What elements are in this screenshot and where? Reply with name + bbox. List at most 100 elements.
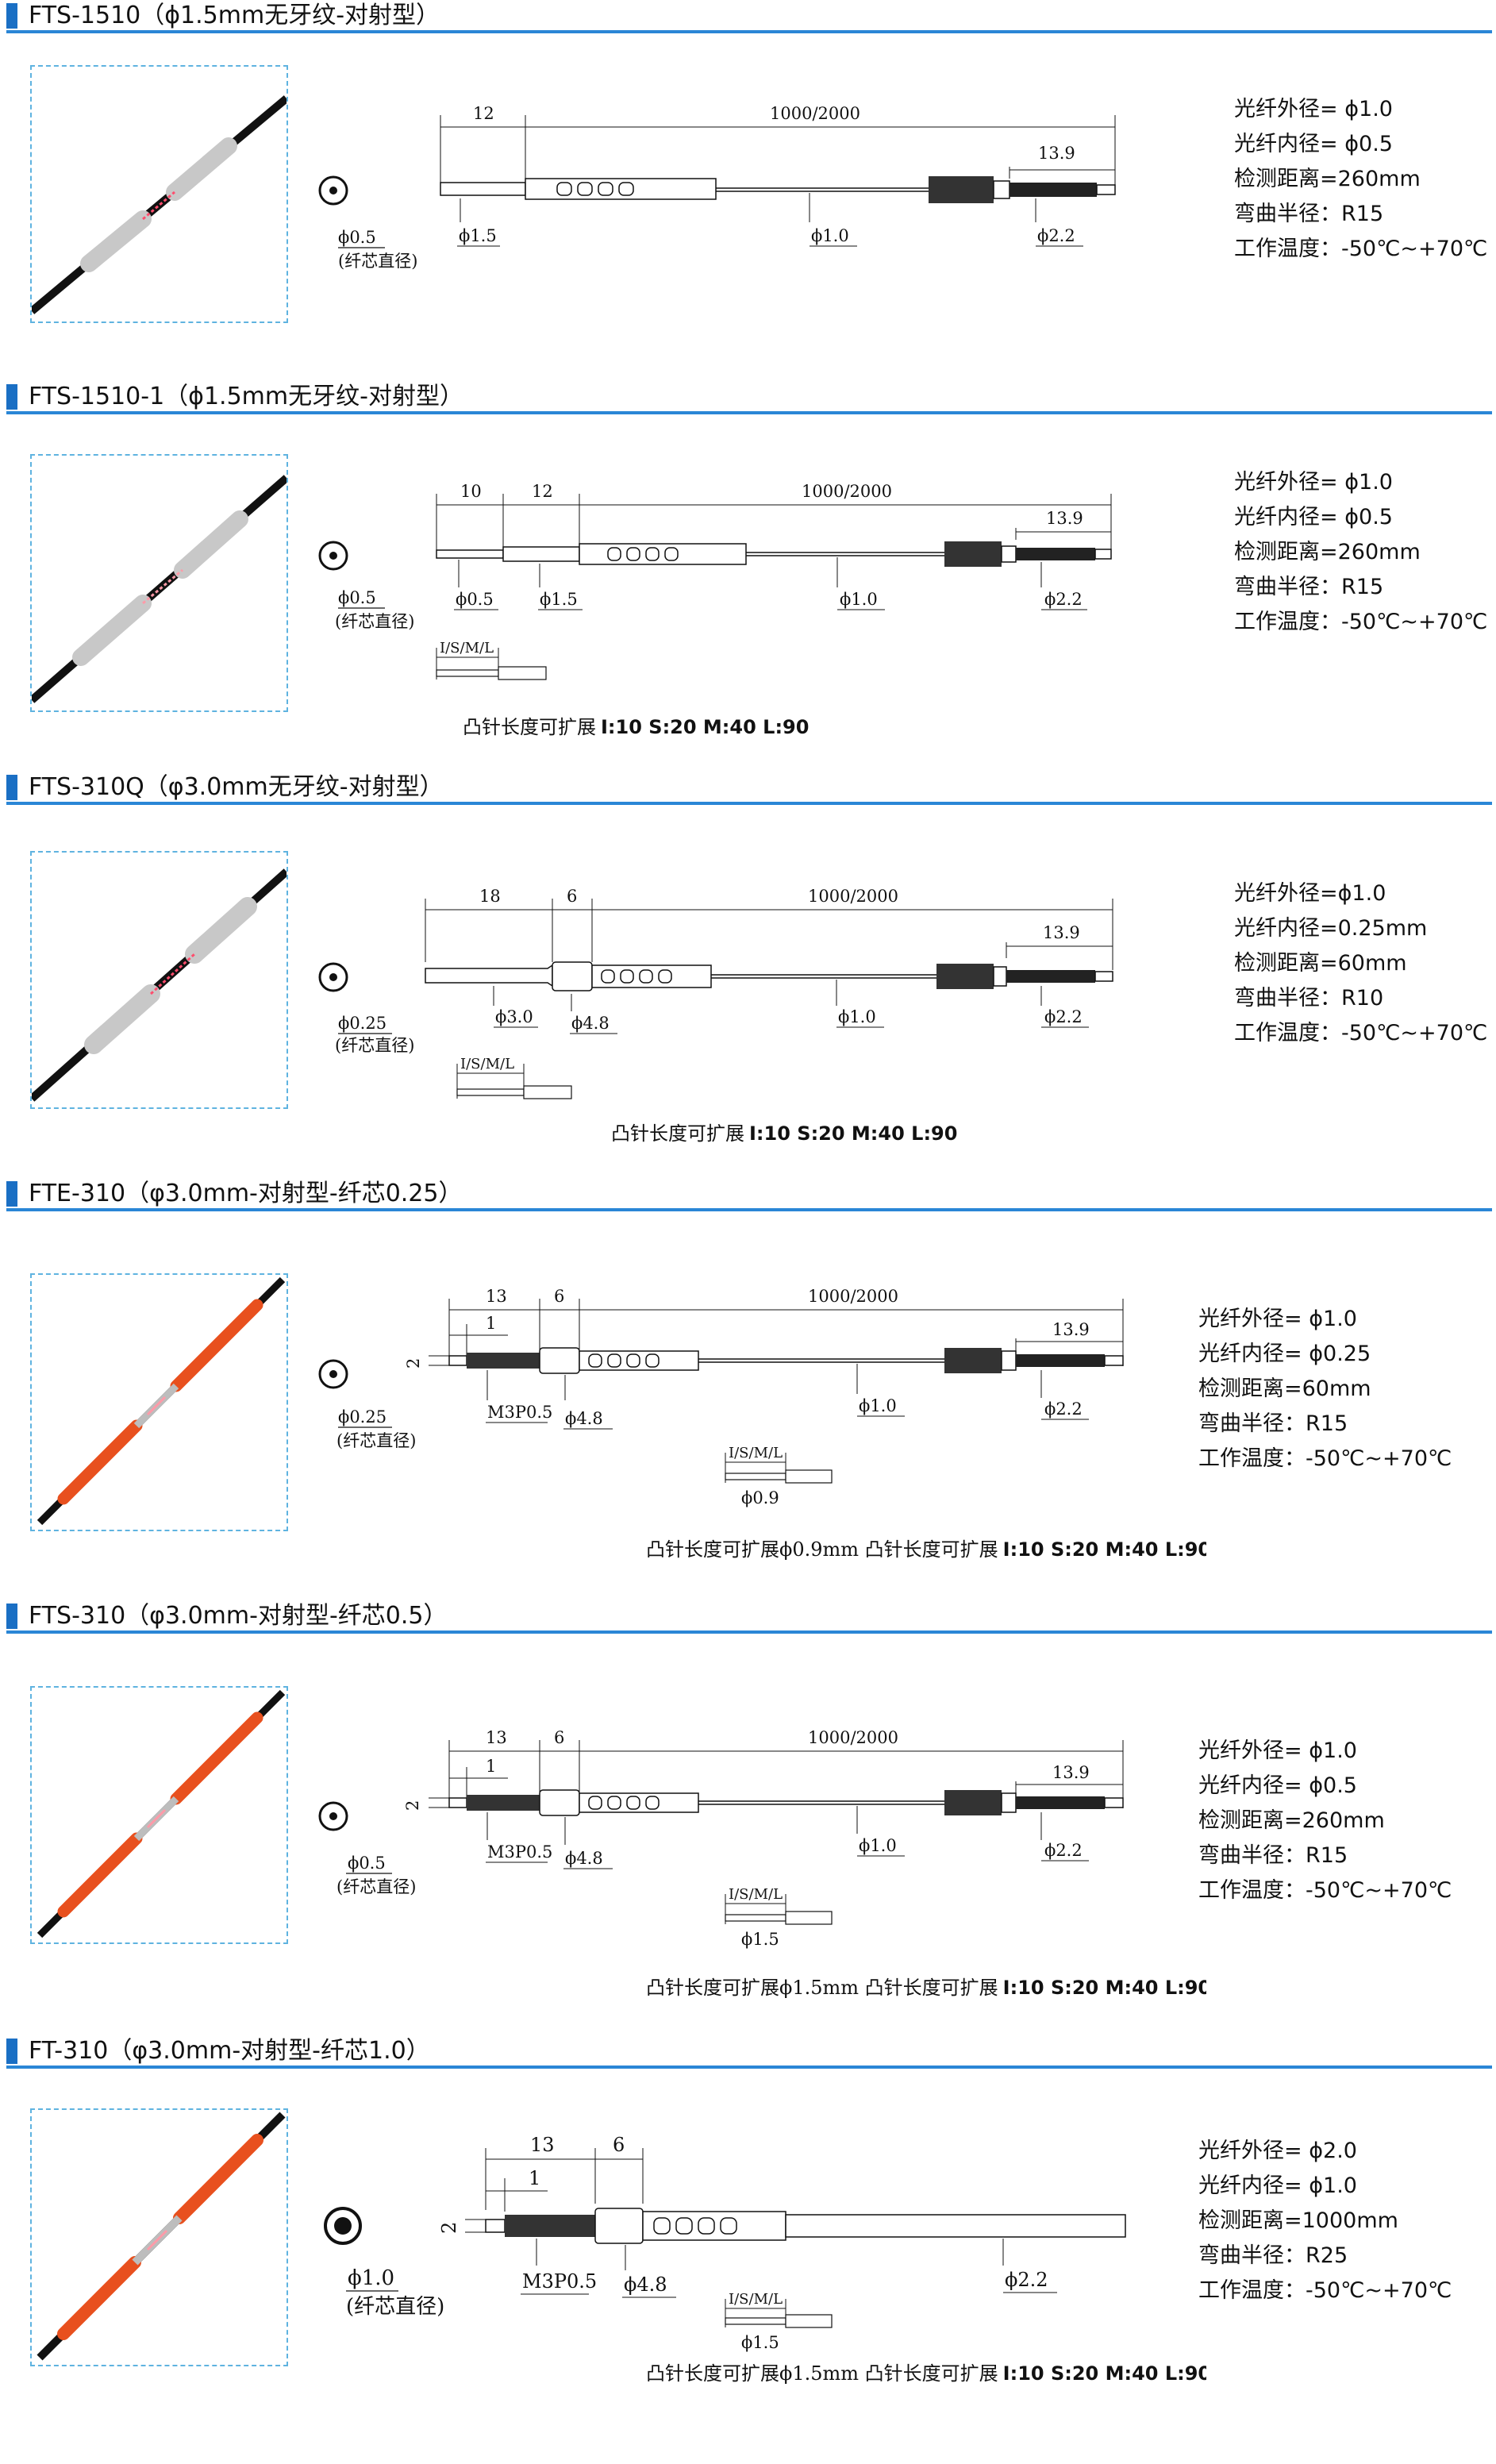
dim-label-pin-dia: 2	[403, 1800, 422, 1811]
spec-list: 光纤外径= ϕ1.0 光纤内径= ϕ0.5 检测距离=260mm 弯曲半径：R1…	[1234, 92, 1487, 267]
dim-label-collar: 6	[567, 887, 577, 906]
core-diameter-label: ϕ1.0	[348, 2266, 394, 2290]
core-caption: (纤芯直径)	[335, 612, 414, 631]
dimension-drawing: ϕ0.5 (纤芯直径) 13 6 1000/2000 1 2 13.9	[318, 1728, 1206, 1999]
section-header: FTE-310（φ3.0mm-对射型-纤芯0.25）	[0, 1178, 1496, 1213]
dim-label-end: 13.9	[1043, 923, 1080, 942]
connector-body	[929, 176, 994, 203]
fiber-photo-illustration	[37, 1276, 286, 1526]
spec-inner-diameter: 光纤内径=0.25mm	[1234, 916, 1428, 941]
spec-inner-diameter: 光纤内径= ϕ0.5	[1234, 505, 1393, 529]
dim-label-collar: 6	[554, 1287, 564, 1306]
dim-label-collar-dia: ϕ4.8	[571, 1014, 610, 1033]
spec-outer-diameter: 光纤外径= ϕ2.0	[1198, 2139, 1357, 2163]
dim-label-length: 1000/2000	[808, 887, 898, 906]
dim-label-length: 1000/2000	[808, 1287, 898, 1306]
connector-thread	[1010, 183, 1097, 197]
section-ft-310: FT-310（φ3.0mm-对射型-纤芯1.0） ϕ1.0 (纤芯直径) 13 …	[0, 2035, 1496, 2385]
pin-length-label: I/S/M/L	[729, 1886, 783, 1903]
spec-inner-diameter: 光纤内径= ϕ0.25	[1198, 1342, 1371, 1366]
dim-label-pin: 10	[460, 482, 482, 501]
spec-inner-diameter: 光纤内径= ϕ0.5	[1234, 132, 1393, 156]
dim-label-fiber-dia: ϕ1.0	[811, 226, 849, 245]
dimension-drawing: ϕ0.25 (纤芯直径) 18 6 1000/2000 13.9 ϕ3.0 ϕ4…	[318, 887, 1113, 1145]
spec-inner-diameter: 光纤内径= ϕ0.5	[1198, 1773, 1357, 1798]
sheath-left	[80, 210, 152, 272]
dim-label-sleeve-dia: ϕ1.5	[540, 590, 578, 609]
pin-dia-label: ϕ1.5	[741, 1930, 779, 1949]
product-photo	[30, 65, 288, 323]
dim-label-connector-dia: ϕ2.2	[1044, 1399, 1083, 1419]
core-diameter-label: ϕ0.5	[338, 228, 376, 247]
spec-bend-radius: 弯曲半径：R10	[1234, 986, 1384, 1011]
light-beam	[142, 191, 175, 221]
dim-label-fiber-dia: ϕ1.0	[838, 1007, 876, 1026]
core-caption: (纤芯直径)	[346, 2295, 444, 2319]
sleeve-grip-marks	[556, 182, 634, 196]
dim-label-thread-length: 13	[486, 1728, 507, 1747]
section-title: FTS-310Q（φ3.0mm无牙纹-对射型）	[29, 773, 444, 801]
section-accent-bar	[6, 384, 17, 410]
fiber-photo-illustration	[32, 868, 287, 1102]
product-photo	[30, 1273, 288, 1531]
section-title: FT-310（φ3.0mm-对射型-纤芯1.0）	[29, 2037, 430, 2065]
dim-label-tip: 12	[532, 482, 553, 501]
dim-label-connector-dia: ϕ2.2	[1044, 590, 1083, 609]
section-fts-310: FTS-310（φ3.0mm-对射型-纤芯0.5） ϕ0.5 (纤芯直径) 13…	[0, 1600, 1496, 2035]
sleeve-shape	[525, 178, 717, 200]
product-photo	[30, 851, 288, 1109]
dim-label-collar: 6	[554, 1728, 564, 1747]
core-caption: (纤芯直径)	[337, 1877, 416, 1896]
pin-dia-label: ϕ0.9	[741, 1488, 779, 1507]
spec-outer-diameter: 光纤外径= ϕ1.0	[1198, 1307, 1357, 1331]
section-title: FTE-310（φ3.0mm-对射型-纤芯0.25）	[29, 1180, 463, 1207]
spec-list: 光纤外径= ϕ1.0 光纤内径= ϕ0.5 检测距离=260mm 弯曲半径：R1…	[1234, 465, 1487, 640]
dim-label-collar: 6	[613, 2134, 625, 2156]
dim-label-sleeve-dia: ϕ1.5	[459, 226, 497, 245]
dim-label-pin-length: 1	[529, 2167, 540, 2189]
dim-label-thread: M3P0.5	[522, 2270, 597, 2293]
section-header: FTS-1510（ϕ1.5mm无牙纹-对射型）	[0, 0, 1496, 35]
dim-label-connector-dia: ϕ2.2	[1037, 226, 1075, 245]
core-diameter-label: ϕ0.5	[348, 1854, 386, 1873]
dim-label-pin-length: 1	[486, 1757, 496, 1776]
spec-list: 光纤外径=ϕ1.0 光纤内径=0.25mm 检测距离=60mm 弯曲半径：R10…	[1234, 876, 1487, 1051]
product-photo	[30, 2108, 288, 2366]
dim-label-collar-dia: ϕ4.8	[624, 2273, 667, 2296]
spec-temperature: 工作温度：-50℃~+70℃	[1198, 1878, 1452, 1903]
core-caption: (纤芯直径)	[338, 252, 417, 271]
dim-label-thread-length: 13	[530, 2134, 555, 2156]
section-underline	[6, 1630, 1492, 1634]
spec-bend-radius: 弯曲半径：R15	[1198, 1843, 1348, 1868]
spec-detect-distance: 检测距离=60mm	[1234, 951, 1407, 976]
core-diameter-label: ϕ0.5	[338, 588, 376, 607]
dim-label-thread-length: 13	[486, 1287, 507, 1306]
fiber-photo-illustration	[32, 475, 287, 703]
section-fte-310: FTE-310（φ3.0mm-对射型-纤芯0.25） ϕ0.25 (纤芯直径) …	[0, 1178, 1496, 1600]
section-fts-1510-1: FTS-1510-1（ϕ1.5mm无牙纹-对射型） ϕ0.5 (纤芯直径) 10…	[0, 381, 1496, 772]
dim-label-fiber-dia: ϕ2.2	[1005, 2269, 1048, 2291]
product-photo	[30, 1686, 288, 1944]
section-underline	[6, 411, 1492, 414]
spec-detect-distance: 检测距离=1000mm	[1198, 2208, 1398, 2233]
spec-list: 光纤外径= ϕ1.0 光纤内径= ϕ0.5 检测距离=260mm 弯曲半径：R1…	[1198, 1734, 1452, 1908]
thread-shape	[467, 1353, 540, 1369]
section-header: FTS-310Q（φ3.0mm无牙纹-对射型）	[0, 772, 1496, 807]
dim-label-pin-dia: ϕ0.5	[456, 590, 494, 609]
cable-line	[32, 95, 287, 314]
dim-label-fiber-dia: ϕ1.0	[859, 1396, 897, 1415]
section-fts-1510: FTS-1510（ϕ1.5mm无牙纹-对射型） ϕ0.5 (纤芯直径) 12 1…	[0, 0, 1496, 381]
spec-bend-radius: 弯曲半径：R15	[1198, 1411, 1348, 1436]
section-accent-bar	[6, 1181, 17, 1207]
dim-label-pin-dia: 2	[438, 2222, 460, 2234]
spec-outer-diameter: 光纤外径= ϕ1.0	[1198, 1738, 1357, 1763]
pin-length-label: I/S/M/L	[440, 640, 494, 656]
pin-length-label: I/S/M/L	[460, 1056, 514, 1072]
fiber-photo-illustration	[32, 95, 287, 314]
dim-label-collar-dia: ϕ4.8	[565, 1849, 603, 1868]
section-accent-bar	[6, 775, 17, 800]
spec-detect-distance: 检测距离=260mm	[1234, 167, 1421, 191]
